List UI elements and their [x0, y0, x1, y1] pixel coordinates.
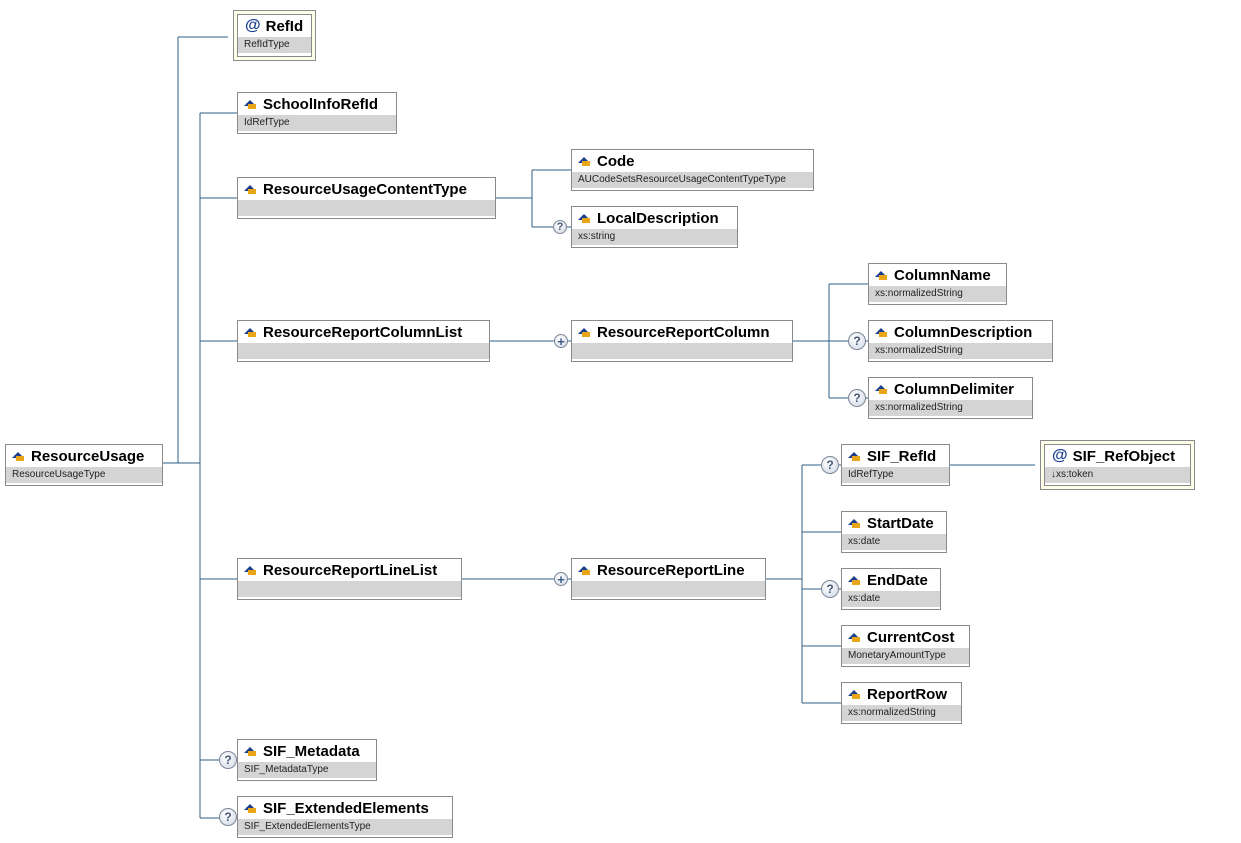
element-icon	[244, 328, 256, 337]
node-enddate[interactable]: EndDate xs:date	[841, 568, 941, 610]
node-sif_refid[interactable]: SIF_RefId IdRefType	[841, 444, 950, 486]
node-columnname-name: ColumnName	[894, 266, 991, 284]
node-resourceusagecontenttype-name: ResourceUsageContentType	[263, 180, 467, 198]
node-sif_refobject-type: ↓xs:token	[1045, 467, 1190, 483]
node-sif_refobject[interactable]: @SIF_RefObject ↓xs:token	[1044, 444, 1191, 486]
node-enddate-type: xs:date	[842, 591, 940, 607]
node-refid-type: RefIdType	[238, 37, 311, 53]
element-icon	[848, 690, 860, 699]
node-sif_metadata[interactable]: SIF_Metadata SIF_MetadataType	[237, 739, 377, 781]
node-resourcereportlinelist[interactable]: ResourceReportLineList	[237, 558, 462, 600]
element-icon	[578, 214, 590, 223]
node-schoolinforefid-name: SchoolInfoRefId	[263, 95, 378, 113]
attribute-icon: @	[1052, 447, 1068, 464]
element-icon	[848, 633, 860, 642]
node-refid[interactable]: @RefId RefIdType	[237, 14, 312, 57]
element-icon	[848, 576, 860, 585]
node-sif_metadata-type: SIF_MetadataType	[238, 762, 376, 778]
node-currentcost-name: CurrentCost	[867, 628, 955, 646]
optional-badge-icon: ?	[848, 332, 866, 350]
node-resourceusage-name: ResourceUsage	[31, 447, 145, 465]
element-icon	[848, 452, 860, 461]
node-localdescription-type: xs:string	[572, 229, 737, 245]
node-reportrow-type: xs:normalizedString	[842, 705, 961, 721]
node-sif_refobject-name: SIF_RefObject	[1072, 447, 1176, 465]
node-sif_extendedelements-type: SIF_ExtendedElementsType	[238, 819, 452, 835]
node-startdate-type: xs:date	[842, 534, 946, 550]
element-icon	[848, 519, 860, 528]
node-reportrow-name: ReportRow	[867, 685, 947, 703]
expand-badge-icon[interactable]: +	[554, 334, 568, 348]
node-localdescription-name: LocalDescription	[597, 209, 719, 227]
node-resourceusage-type: ResourceUsageType	[6, 467, 162, 483]
node-schoolinforefid[interactable]: SchoolInfoRefId IdRefType	[237, 92, 397, 134]
node-reportrow[interactable]: ReportRow xs:normalizedString	[841, 682, 962, 724]
optional-badge-icon: ?	[219, 808, 237, 826]
node-resourcereportcolumnlist-name: ResourceReportColumnList	[263, 323, 463, 341]
element-icon	[244, 566, 256, 575]
node-resourceusage[interactable]: ResourceUsage ResourceUsageType	[5, 444, 163, 486]
node-resourcereportcolumnlist[interactable]: ResourceReportColumnList	[237, 320, 490, 362]
node-code[interactable]: Code AUCodeSetsResourceUsageContentTypeT…	[571, 149, 814, 191]
node-resourceusagecontenttype[interactable]: ResourceUsageContentType	[237, 177, 496, 219]
element-icon	[875, 385, 887, 394]
optional-badge-icon: ?	[848, 389, 866, 407]
node-columndelimiter-name: ColumnDelimiter	[894, 380, 1015, 398]
node-resourcereportline-name: ResourceReportLine	[597, 561, 745, 579]
node-currentcost-type: MonetaryAmountType	[842, 648, 969, 664]
expand-badge-icon[interactable]: +	[554, 572, 568, 586]
attribute-icon: @	[245, 17, 261, 34]
element-icon	[578, 328, 590, 337]
node-sif_extendedelements[interactable]: SIF_ExtendedElements SIF_ExtendedElement…	[237, 796, 453, 838]
node-resourcereportcolumn[interactable]: ResourceReportColumn	[571, 320, 793, 362]
element-icon	[244, 100, 256, 109]
element-icon	[12, 452, 24, 461]
node-sif_refid-type: IdRefType	[842, 467, 949, 483]
node-resourceusagecontenttype-type	[238, 200, 495, 216]
node-localdescription[interactable]: LocalDescription xs:string	[571, 206, 738, 248]
node-sif_refid-name: SIF_RefId	[867, 447, 937, 465]
node-startdate-name: StartDate	[867, 514, 934, 532]
node-code-name: Code	[597, 152, 635, 170]
node-columndescription[interactable]: ColumnDescription xs:normalizedString	[868, 320, 1053, 362]
node-columnname-type: xs:normalizedString	[869, 286, 1006, 302]
element-icon	[244, 185, 256, 194]
node-columndescription-type: xs:normalizedString	[869, 343, 1052, 359]
node-enddate-name: EndDate	[867, 571, 928, 589]
node-resourcereportline-type	[572, 581, 765, 597]
node-resourcereportline[interactable]: ResourceReportLine	[571, 558, 766, 600]
optional-badge-icon: ?	[219, 751, 237, 769]
element-icon	[578, 566, 590, 575]
element-icon	[578, 157, 590, 166]
node-resourcereportlinelist-type	[238, 581, 461, 597]
node-schoolinforefid-type: IdRefType	[238, 115, 396, 131]
element-icon	[244, 804, 256, 813]
node-resourcereportlinelist-name: ResourceReportLineList	[263, 561, 438, 579]
node-refid-name: RefId	[265, 17, 304, 35]
node-columndelimiter[interactable]: ColumnDelimiter xs:normalizedString	[868, 377, 1033, 419]
node-code-type: AUCodeSetsResourceUsageContentTypeType	[572, 172, 813, 188]
node-startdate[interactable]: StartDate xs:date	[841, 511, 947, 553]
node-columndescription-name: ColumnDescription	[894, 323, 1033, 341]
node-resourcereportcolumn-type	[572, 343, 792, 359]
optional-badge-icon: ?	[821, 456, 839, 474]
node-columnname[interactable]: ColumnName xs:normalizedString	[868, 263, 1007, 305]
element-icon	[875, 271, 887, 280]
optional-badge-icon: ?	[821, 580, 839, 598]
node-sif_metadata-name: SIF_Metadata	[263, 742, 360, 760]
node-currentcost[interactable]: CurrentCost MonetaryAmountType	[841, 625, 970, 667]
element-icon	[244, 747, 256, 756]
node-resourcereportcolumnlist-type	[238, 343, 489, 359]
node-columndelimiter-type: xs:normalizedString	[869, 400, 1032, 416]
optional-badge-icon: ?	[553, 220, 567, 234]
node-resourcereportcolumn-name: ResourceReportColumn	[597, 323, 770, 341]
node-sif_extendedelements-name: SIF_ExtendedElements	[263, 799, 429, 817]
element-icon	[875, 328, 887, 337]
